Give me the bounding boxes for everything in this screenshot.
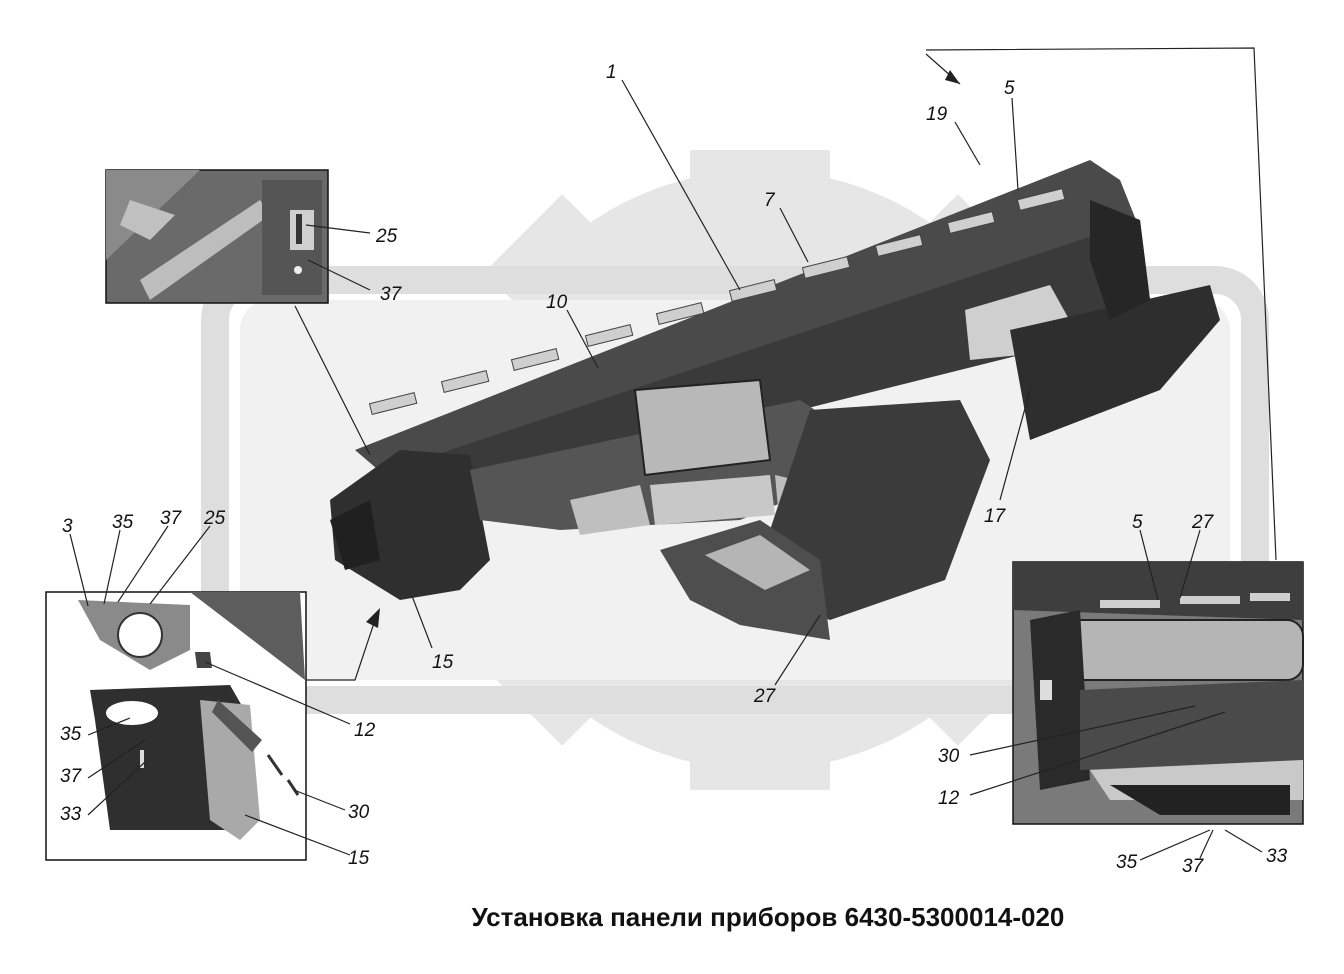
leader-12-left (204, 661, 351, 725)
leader-37-right (1199, 829, 1214, 859)
leader-35-low (87, 717, 131, 736)
callout-25-left: 25 (203, 508, 226, 529)
leader-30-right (969, 705, 1196, 756)
lower-console-tray (660, 520, 830, 640)
top-left-inset (105, 169, 329, 304)
callout-25-inset: 25 (375, 226, 398, 247)
leader-30-left (293, 789, 346, 811)
leader-12-right (969, 711, 1226, 796)
leader-37-left (117, 525, 169, 603)
switch-block-left (570, 485, 650, 535)
leader-10 (566, 309, 599, 369)
callout-15-main: 15 (432, 652, 454, 673)
leader-19 (954, 121, 981, 166)
callout-30-right: 30 (938, 746, 960, 767)
leader-5-right (1139, 529, 1159, 601)
callout-33-low: 33 (60, 804, 82, 825)
callout-37-low: 37 (60, 766, 83, 787)
callout-15-left: 15 (348, 848, 370, 869)
callout-1: 1 (606, 62, 617, 83)
leader-5-top (1011, 97, 1019, 191)
callout-5-top: 5 (1004, 78, 1015, 99)
leader-25-inset (305, 224, 371, 234)
right-end-cap (1090, 200, 1150, 320)
lower-switch-panel (705, 535, 810, 590)
callout-7: 7 (764, 190, 776, 211)
callout-35-left: 35 (112, 512, 134, 533)
callout-12-left: 12 (354, 720, 376, 741)
dashboard-top-rail (355, 160, 1140, 480)
diagram-caption: Установка панели приборов 6430-5300014-0… (471, 902, 1065, 932)
callout-35-low: 35 (60, 724, 82, 745)
arrow-top-head (945, 70, 960, 84)
leader-33-low (87, 761, 146, 816)
callout-17: 17 (984, 506, 1007, 527)
leader-17 (999, 389, 1031, 501)
callout-27-main: 27 (753, 686, 777, 707)
dashboard-upper-face (390, 220, 1150, 500)
right-guide-line (925, 47, 1277, 561)
inset-top-pointer (294, 305, 371, 456)
left-lower-inset (45, 591, 307, 861)
callout-19: 19 (926, 104, 948, 125)
callout-10: 10 (546, 292, 568, 313)
callout-27-right: 27 (1191, 512, 1215, 533)
right-side-panel (1010, 285, 1220, 440)
leader-37-inset (307, 259, 371, 291)
callout-30-left: 30 (348, 802, 370, 823)
left-end-bracket (330, 500, 380, 570)
left-inset-link (306, 619, 376, 681)
switch-block-center (650, 475, 775, 525)
callout-37-inset: 37 (380, 284, 403, 305)
leader-25-left (149, 525, 211, 605)
callout-33-right: 33 (1266, 846, 1288, 867)
leader-15-left (244, 814, 351, 856)
left-inset-arrow-head (366, 608, 380, 628)
leader-35-right (1139, 829, 1211, 861)
callout-37-left: 37 (160, 508, 183, 529)
leader-35-left (103, 529, 121, 605)
leader-7 (779, 207, 809, 263)
instrument-screen (633, 378, 772, 477)
callout-3: 3 (62, 516, 73, 537)
leader-3 (69, 533, 89, 607)
right-lower-inset (1012, 561, 1304, 825)
leader-1 (621, 79, 741, 291)
callout-5-right: 5 (1132, 512, 1143, 533)
leader-33-right (1224, 829, 1263, 853)
main-dashboard-panel (330, 160, 1220, 640)
leader-27-right (1179, 529, 1201, 599)
callout-12-right: 12 (938, 788, 960, 809)
callout-35-right: 35 (1116, 852, 1138, 873)
callout-37-right: 37 (1182, 856, 1205, 877)
leader-37-low (87, 739, 146, 779)
leader-27-main (774, 614, 821, 686)
leader-15-main (411, 595, 433, 649)
clip-row-19 (368, 187, 1066, 415)
